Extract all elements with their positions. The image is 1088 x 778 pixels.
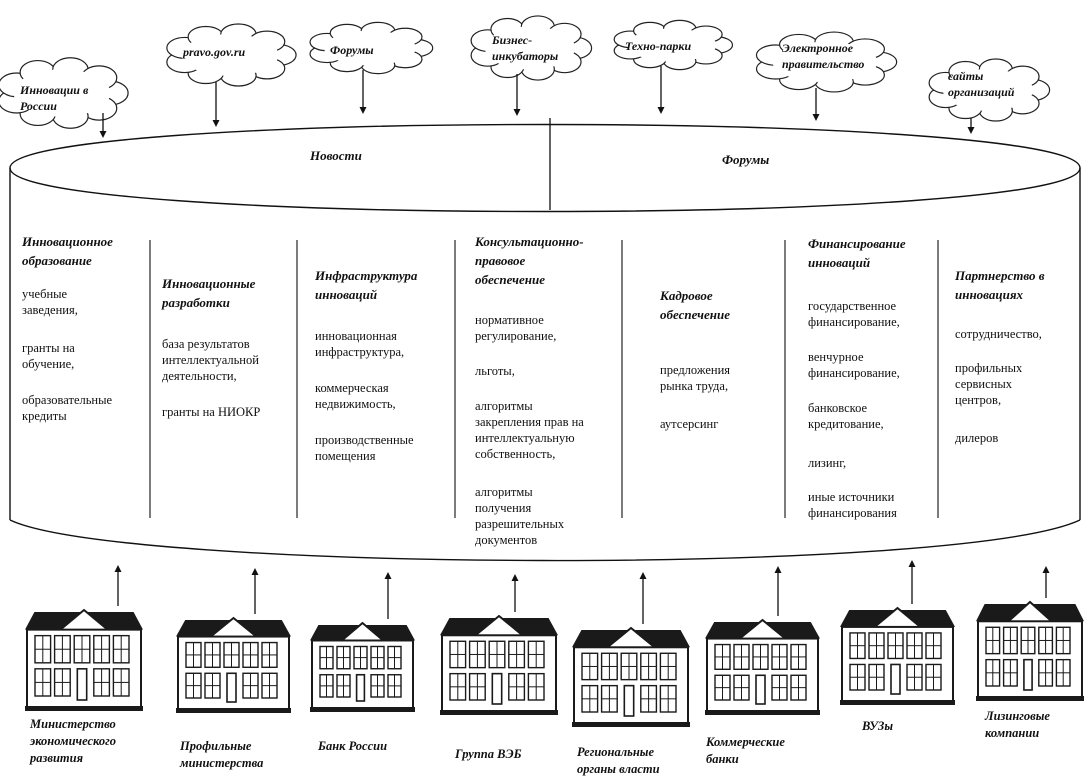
column-item: венчурное финансирование,: [808, 350, 900, 380]
column-item: база результатов интеллектуальной деятел…: [162, 337, 259, 383]
arrow-down-icon: [967, 127, 975, 134]
building-icon: [176, 616, 291, 713]
column-item: производственные помещения: [315, 433, 414, 463]
arrow-up-icon: [511, 574, 519, 581]
arrow-down-icon: [212, 120, 220, 127]
institution-label: Коммерческие банки: [706, 735, 785, 766]
arrow-down-icon: [359, 107, 367, 114]
column-item: учебные заведения,: [22, 287, 78, 317]
column-title: Инфраструктура инноваций: [315, 268, 418, 302]
source-cloud-label: pravo.gov.ru: [183, 45, 246, 59]
column-title: Кадровое обеспечение: [660, 288, 730, 322]
building-icon: [310, 621, 415, 712]
column-item: сотрудничество,: [955, 327, 1042, 341]
column-title: Инновационные разработки: [162, 276, 256, 310]
source-cloud: [755, 31, 898, 93]
portal-forums-title: Форумы: [722, 152, 770, 167]
arrow-up-icon: [384, 572, 392, 579]
arrow-down-icon: [657, 107, 665, 114]
column-item: государственное финансирование,: [808, 299, 900, 329]
source-cloud-label: сайты организаций: [948, 69, 1015, 99]
building-icon: [440, 614, 558, 716]
column-title: Партнерство в инновациях: [955, 268, 1045, 302]
column-item: иные источники финансирования: [808, 490, 897, 520]
column-title: Инновационное образование: [22, 234, 113, 268]
arrow-up-icon: [774, 566, 782, 573]
institution-label: Профильные министерства: [180, 739, 264, 770]
column-item: предложения рынка труда,: [660, 363, 731, 393]
column-item: образовательные кредиты: [22, 393, 113, 423]
arrow-down-icon: [513, 109, 521, 116]
portal-bottom-curve: [9, 519, 1081, 562]
column-item: банковское кредитование,: [808, 401, 884, 431]
column-item: коммерческая недвижимость,: [315, 381, 396, 411]
source-cloud: [0, 57, 129, 129]
column-item: лизинг,: [808, 456, 847, 470]
column-item: аутсерсинг: [660, 417, 719, 431]
source-cloud: [613, 19, 734, 71]
building-icon: [976, 600, 1084, 702]
column-item: нормативное регулирование,: [475, 313, 557, 343]
institution-label: ВУЗы: [862, 719, 894, 733]
column-item: алгоритмы закрепления прав на интеллекту…: [475, 399, 584, 461]
column-title: Финансирование инноваций: [808, 236, 906, 270]
source-cloud: [166, 23, 297, 87]
arrow-up-icon: [639, 572, 647, 579]
building-icon: [705, 618, 820, 715]
institution-label: Министерство экономического развития: [30, 717, 116, 765]
column-item: гранты на НИОКР: [162, 405, 261, 419]
source-cloud-label: Бизнес- инкубаторы: [492, 33, 559, 63]
arrow-up-icon: [1042, 566, 1050, 573]
institution-label: Группа ВЭБ: [455, 747, 522, 761]
source-cloud-label: Форумы: [330, 43, 374, 57]
source-cloud-label: Инновации в России: [20, 83, 89, 113]
institution-label: Банк России: [318, 739, 388, 753]
portal-news-title: Новости: [310, 148, 362, 163]
building-icon: [572, 626, 690, 728]
column-item: гранты на обучение,: [22, 341, 75, 371]
source-cloud: [470, 15, 593, 81]
column-title: Консультационно- правовое обеспечение: [475, 234, 584, 287]
arrow-up-icon: [251, 568, 259, 575]
arrow-down-icon: [99, 131, 107, 138]
building-icon: [25, 608, 143, 712]
institution-label: Лизинговые компании: [985, 709, 1050, 740]
arrow-down-icon: [812, 114, 820, 121]
column-item: инновационная инфраструктура,: [315, 329, 405, 359]
column-item: льготы,: [475, 364, 515, 378]
column-item: профильных сервисных центров,: [955, 361, 1023, 407]
building-icon: [840, 606, 955, 705]
portal-top-ellipse: [9, 123, 1081, 213]
column-item: алгоритмы получения разрешительных докум…: [475, 485, 565, 547]
source-cloud: [928, 58, 1051, 122]
source-cloud: [309, 21, 434, 75]
arrow-up-icon: [908, 560, 916, 567]
arrow-up-icon: [114, 565, 122, 572]
column-item: дилеров: [955, 431, 999, 445]
source-cloud-label: Электронное правительство: [782, 41, 865, 71]
source-cloud-label: Техно-парки: [625, 39, 692, 53]
